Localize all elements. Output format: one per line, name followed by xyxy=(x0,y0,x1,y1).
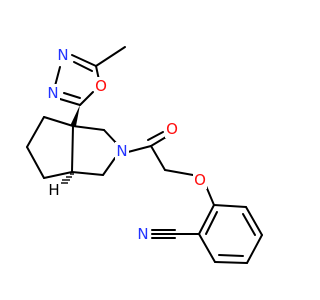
bond-o-aryl xyxy=(205,185,215,206)
bond-n2-c1 xyxy=(102,157,116,176)
bond-ar6-ar1 xyxy=(198,204,215,235)
bond-carbonyl-o xyxy=(150,136,167,147)
bond-n2-carbonyl xyxy=(127,145,152,153)
svg-text:O: O xyxy=(194,171,206,189)
svg-text:N: N xyxy=(137,225,148,243)
bond-c5-n4-double xyxy=(73,61,93,72)
bond-c3a-c4 xyxy=(43,116,74,127)
bond-ar6-ar1-double xyxy=(205,211,218,235)
atom-o-oxadiazole: O xyxy=(94,77,108,95)
bond-carbonyl-o-double xyxy=(147,131,164,141)
bond-carbonyl-ch2 xyxy=(150,145,166,171)
bond-c3a-c3 xyxy=(72,125,105,131)
svg-text:N: N xyxy=(116,142,127,160)
bond-methyl xyxy=(95,46,126,67)
bond-c1-c6a xyxy=(71,171,104,176)
bond-c2-o1 xyxy=(79,91,94,106)
bond-c5-c6 xyxy=(26,146,45,179)
molecule-structure: N N O N O O N H xyxy=(26,46,263,264)
bond-ar4-ar5 xyxy=(214,261,248,264)
bond-n3-c2-double xyxy=(63,92,81,99)
atom-o-ether: O xyxy=(193,171,207,189)
bond-ar5-ar6 xyxy=(198,233,216,263)
bond-n4-n3 xyxy=(54,66,61,87)
atom-n-oxadiazole-top: N xyxy=(56,46,70,64)
bond-n3-c2 xyxy=(59,98,81,106)
svg-text:H: H xyxy=(48,181,59,199)
atom-n-nitrile: N xyxy=(135,225,151,243)
bond-c5-n4 xyxy=(71,54,97,67)
atom-o-carbonyl: O xyxy=(165,120,179,138)
atom-n-oxadiazole-bottom: N xyxy=(46,84,60,102)
bond-c4-c5 xyxy=(26,116,45,148)
stereo-wedge-c3a xyxy=(70,105,80,126)
bond-ar3-ar4 xyxy=(246,234,263,264)
bond-ar1-ar2 xyxy=(213,204,247,208)
svg-text:O: O xyxy=(166,120,178,138)
svg-text:N: N xyxy=(47,84,58,102)
bond-c6-c6a xyxy=(43,171,73,179)
bond-ar2-ar3 xyxy=(245,206,263,236)
svg-text:O: O xyxy=(95,77,107,95)
svg-text:N: N xyxy=(57,46,68,64)
bond-ch2-o xyxy=(164,169,194,176)
bond-ar2-ar3-double xyxy=(242,213,256,236)
atom-n-pyrrolidine: N xyxy=(115,142,129,160)
atom-h-stereo: H xyxy=(47,181,61,199)
bond-c6a-c3a xyxy=(71,125,74,173)
bond-ar4-ar5-double xyxy=(218,254,244,257)
